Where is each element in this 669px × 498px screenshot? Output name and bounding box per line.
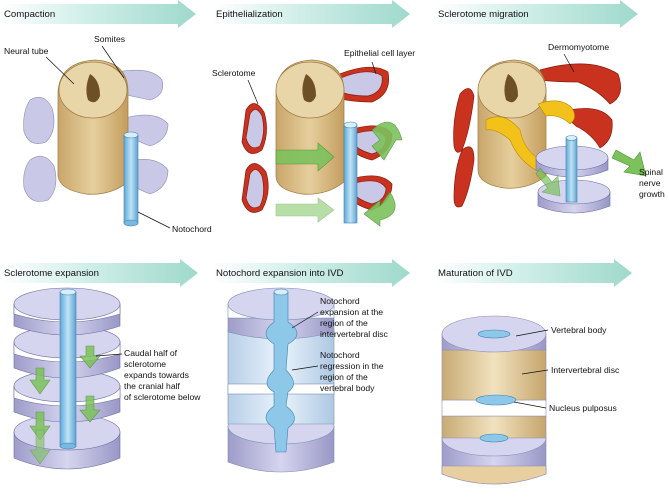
svg-text:Notochord: Notochord bbox=[320, 296, 360, 306]
svg-text:Dermomyotome: Dermomyotome bbox=[548, 42, 609, 52]
notochord bbox=[343, 121, 358, 224]
svg-text:nerve: nerve bbox=[639, 178, 661, 188]
label-spinal-nerve-growth: Spinal nerve growth bbox=[639, 167, 665, 199]
svg-text:sclerotome: sclerotome bbox=[124, 359, 166, 369]
svg-text:the cranial half: the cranial half bbox=[124, 381, 181, 391]
svg-text:intervertebral disc: intervertebral disc bbox=[320, 329, 389, 339]
banner-arrow bbox=[435, 0, 638, 28]
label-epithelial-cell-layer: Epithelial cell layer bbox=[344, 48, 415, 75]
svg-text:of sclerotome below: of sclerotome below bbox=[124, 392, 201, 402]
green-arrow bbox=[29, 345, 101, 465]
svg-text:Intervertebral disc: Intervertebral disc bbox=[551, 365, 620, 375]
notochord bbox=[565, 135, 578, 203]
svg-text:region of the: region of the bbox=[320, 372, 368, 382]
svg-text:Epithelial cell layer: Epithelial cell layer bbox=[344, 48, 415, 58]
panel-title: Compaction bbox=[4, 9, 55, 20]
svg-text:Spinal: Spinal bbox=[639, 167, 663, 177]
label-notochord: Notochord bbox=[137, 211, 212, 234]
label-vertebral-body: Vertebral body bbox=[515, 325, 607, 337]
svg-text:growth: growth bbox=[639, 189, 665, 199]
svg-text:Caudal half of: Caudal half of bbox=[124, 348, 178, 358]
label-notochord-expansion: Notochord expansion at the region of the… bbox=[291, 296, 389, 339]
notochord bbox=[265, 288, 298, 453]
banner-arrow bbox=[212, 0, 410, 28]
notochord bbox=[123, 131, 139, 227]
svg-text:Vertebral body: Vertebral body bbox=[551, 325, 607, 335]
svg-text:expansion at the: expansion at the bbox=[320, 307, 383, 317]
svg-text:Nucleus pulposus: Nucleus pulposus bbox=[549, 403, 617, 413]
green-arrow bbox=[535, 149, 647, 197]
vertebral-column bbox=[441, 315, 547, 485]
label-caudal-half: Caudal half of sclerotome expands toward… bbox=[95, 348, 201, 402]
neural-tube bbox=[57, 59, 129, 195]
svg-text:expands towards: expands towards bbox=[124, 370, 189, 380]
panel-epithelialization: Epithelialization bbox=[212, 0, 415, 227]
svg-text:vertebral body: vertebral body bbox=[320, 383, 375, 393]
label-somites: Somites bbox=[94, 34, 125, 79]
nucleus-pulposus bbox=[475, 329, 517, 443]
panel-title: Sclerotome migration bbox=[438, 9, 529, 20]
label-intervertebral-disc: Intervertebral disc bbox=[521, 365, 620, 375]
svg-text:regression in the: regression in the bbox=[320, 361, 384, 371]
label-notochord-regression: Notochord regression in the region of th… bbox=[291, 350, 384, 393]
svg-text:region of the: region of the bbox=[320, 318, 368, 328]
panel-title: Sclerotome expansion bbox=[4, 268, 99, 279]
svg-text:Notochord: Notochord bbox=[320, 350, 360, 360]
panel-compaction: Compaction Neural tube Somites bbox=[0, 0, 212, 234]
svg-text:Somites: Somites bbox=[94, 34, 125, 44]
green-arrow bbox=[275, 121, 403, 227]
banner-arrow bbox=[435, 259, 632, 287]
svg-text:Sclerotome: Sclerotome bbox=[212, 68, 256, 78]
banner-arrow bbox=[212, 259, 410, 287]
banner-arrow bbox=[0, 0, 196, 28]
label-nucleus-pulposus: Nucleus pulposus bbox=[513, 401, 617, 413]
banner-arrow bbox=[0, 259, 198, 287]
panel-title: Maturation of IVD bbox=[438, 268, 513, 279]
spinal-nerve bbox=[485, 100, 575, 171]
panel-title: Notochord expansion into IVD bbox=[216, 268, 344, 279]
label-dermomyotome: Dermomyotome bbox=[548, 42, 609, 73]
notochord bbox=[59, 288, 77, 450]
svg-text:Notochord: Notochord bbox=[172, 224, 212, 234]
panel-title: Epithelialization bbox=[216, 9, 283, 20]
neural-tube bbox=[275, 59, 345, 195]
panel-sclerotome-expansion: Sclerotome expansion bbox=[0, 259, 201, 470]
panel-maturation-ivd: Maturation of IVD Vertebral body Interve… bbox=[435, 259, 632, 485]
panel-notochord-expansion: Notochord expansion into IVD Notochord e… bbox=[212, 259, 410, 473]
panel-sclerotome-migration: Sclerotome migration bbox=[435, 0, 665, 214]
label-sclerotome: Sclerotome bbox=[212, 68, 259, 105]
sclerotome bbox=[241, 66, 393, 213]
svg-text:Neural tube: Neural tube bbox=[4, 46, 49, 56]
label-neural-tube: Neural tube bbox=[4, 46, 75, 85]
